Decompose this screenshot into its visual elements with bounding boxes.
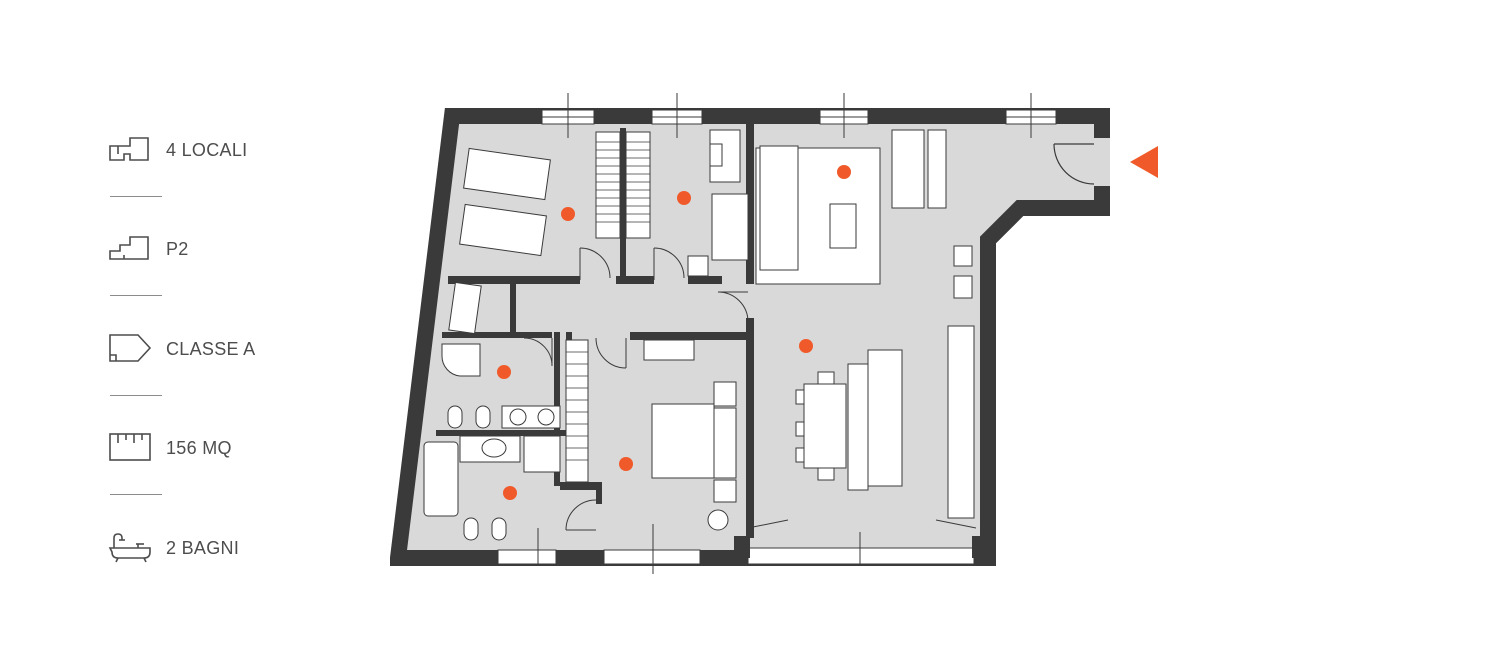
floor-plan bbox=[390, 93, 1158, 574]
room-marker-living bbox=[837, 165, 851, 179]
bottom-windows bbox=[497, 524, 975, 574]
room-marker-master-bedroom bbox=[619, 457, 633, 471]
entrance-door bbox=[1053, 143, 1095, 185]
feature-area: 156 MQ bbox=[108, 428, 232, 468]
features-sidebar: 4 LOCALI P2 CLASSE A 156 MQ bbox=[108, 0, 308, 660]
feature-bathrooms-label: 2 BAGNI bbox=[166, 537, 240, 558]
feature-floor: P2 bbox=[108, 229, 189, 269]
pillar bbox=[972, 536, 988, 558]
interior-doors bbox=[523, 247, 977, 531]
feature-floor-label: P2 bbox=[166, 238, 189, 259]
outer-wall bbox=[390, 108, 1110, 566]
feature-divider bbox=[110, 196, 162, 197]
room-marker-bathroom-1 bbox=[497, 365, 511, 379]
room-marker-bedroom-1 bbox=[561, 207, 575, 221]
feature-divider bbox=[110, 494, 162, 495]
ruler-icon bbox=[109, 433, 151, 461]
furniture bbox=[423, 129, 975, 541]
feature-rooms-label: 4 LOCALI bbox=[166, 139, 248, 160]
room-marker-bathroom-2 bbox=[503, 486, 517, 500]
room-markers bbox=[497, 165, 851, 500]
feature-rooms: 4 LOCALI bbox=[108, 130, 247, 170]
feature-divider bbox=[110, 295, 162, 296]
feature-energy: CLASSE A bbox=[108, 329, 255, 369]
room-marker-kitchen-dining bbox=[799, 339, 813, 353]
entrance-door-gap bbox=[1094, 138, 1110, 186]
wardrobe-hatch bbox=[566, 141, 650, 461]
feature-energy-label: CLASSE A bbox=[166, 338, 256, 359]
entrance-arrow-icon bbox=[1130, 146, 1158, 178]
pillar bbox=[734, 536, 750, 558]
room-marker-study bbox=[677, 191, 691, 205]
energy-class-icon bbox=[109, 334, 152, 362]
feature-bathrooms: 2 BAGNI bbox=[108, 528, 239, 568]
bathtub-icon bbox=[108, 533, 151, 563]
rooms-icon bbox=[109, 137, 149, 161]
feature-area-label: 156 MQ bbox=[166, 437, 232, 458]
floor-stairs-icon bbox=[109, 236, 149, 260]
feature-divider bbox=[110, 395, 162, 396]
top-windows bbox=[541, 93, 1057, 138]
